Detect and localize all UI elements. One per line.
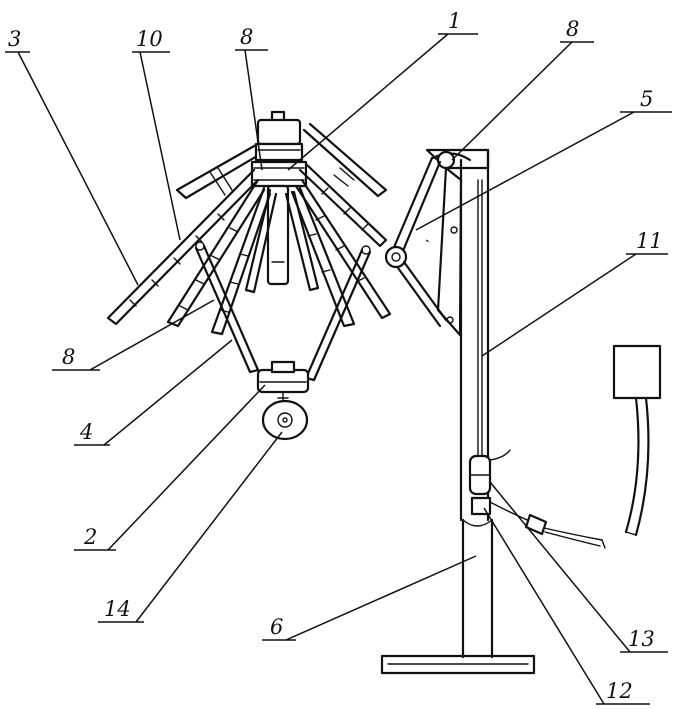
label-14: 14 xyxy=(104,597,131,621)
label-12: 12 xyxy=(606,679,633,703)
pivot-arm xyxy=(384,156,448,328)
label-11: 11 xyxy=(636,229,663,253)
label-2: 2 xyxy=(83,525,97,549)
label-8-top: 8 xyxy=(240,25,253,49)
wall-socket xyxy=(612,344,662,537)
tie-links xyxy=(194,241,372,382)
lower-hub xyxy=(256,360,310,405)
label-1: 1 xyxy=(448,9,461,33)
label-8-left: 8 xyxy=(62,345,75,369)
top-hub xyxy=(250,110,308,188)
central-shaft xyxy=(266,184,290,286)
label-8-right: 8 xyxy=(566,17,579,41)
leader-lines xyxy=(5,33,672,705)
counterweight xyxy=(261,399,309,441)
label-13: 13 xyxy=(628,627,655,651)
label-3: 3 xyxy=(8,27,21,51)
pole xyxy=(459,148,494,659)
label-6: 6 xyxy=(270,615,283,639)
reference-labels: 3 10 8 1 8 5 11 8 4 2 14 6 13 12 xyxy=(8,9,663,703)
roof-frame xyxy=(175,122,388,200)
top-bracket xyxy=(425,148,490,337)
power-cord xyxy=(489,501,606,549)
label-4: 4 xyxy=(79,420,93,444)
right-racks xyxy=(284,162,392,328)
label-10: 10 xyxy=(136,27,163,51)
base-plate xyxy=(380,654,536,675)
label-5: 5 xyxy=(640,87,653,111)
